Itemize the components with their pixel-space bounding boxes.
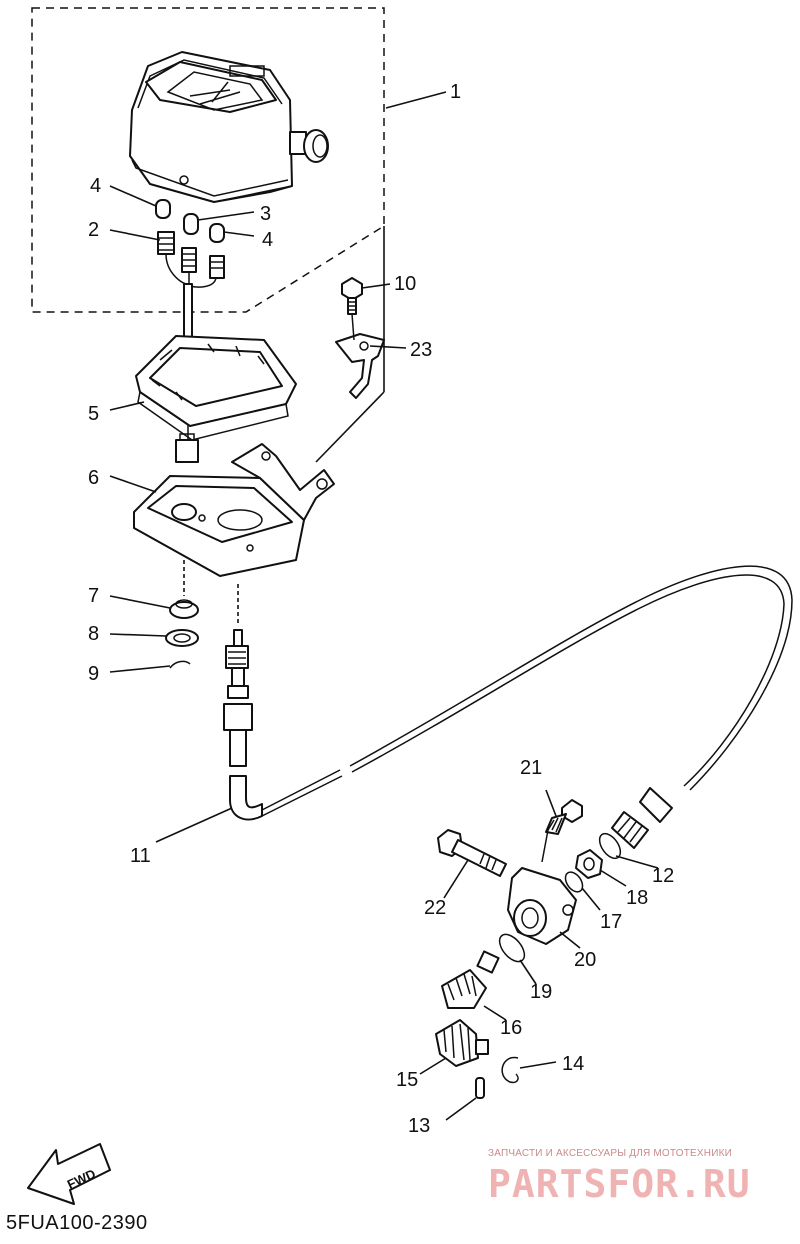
pin-13 <box>475 1077 485 1099</box>
label-9: 9 <box>88 663 99 685</box>
label-16: 16 <box>500 1017 522 1039</box>
label-21: 21 <box>520 757 542 779</box>
bulb-4-left <box>155 199 171 219</box>
label-14: 14 <box>562 1053 584 1075</box>
label-8: 8 <box>88 623 99 645</box>
speedometer-assembly <box>129 51 329 203</box>
label-13: 13 <box>408 1115 430 1137</box>
bracket-23 <box>335 313 385 399</box>
label-10: 10 <box>394 273 416 295</box>
label-7: 7 <box>88 585 99 607</box>
bolt-21 <box>545 799 583 835</box>
gear-15 <box>435 1019 489 1067</box>
gear-housing-20 <box>507 829 577 945</box>
label-3: 3 <box>260 203 271 225</box>
screw-10 <box>341 277 363 315</box>
bolt-22 <box>437 829 507 877</box>
label-2: 2 <box>88 219 99 241</box>
nut-18 <box>575 849 603 879</box>
watermark-brand: PARTSFOR.RU <box>488 1162 751 1206</box>
clip-9 <box>169 660 191 669</box>
label-6: 6 <box>88 467 99 489</box>
part-number-labels: 1 4 3 2 4 10 23 5 6 7 8 9 21 11 12 18 22… <box>88 81 674 1137</box>
guide-lines <box>183 226 385 626</box>
label-4-upper: 4 <box>90 175 101 197</box>
bulb-3 <box>183 213 199 235</box>
label-19: 19 <box>530 981 552 1003</box>
bulb-socket-2 <box>157 231 225 288</box>
label-18: 18 <box>626 887 648 909</box>
label-20: 20 <box>574 949 596 971</box>
washer-8 <box>165 629 199 647</box>
circlip-14 <box>501 1056 519 1084</box>
oring-12 <box>598 832 622 860</box>
gasket-5 <box>135 335 297 441</box>
label-1: 1 <box>450 81 461 103</box>
bulb-4-right <box>209 223 225 243</box>
washer-17 <box>564 871 584 893</box>
oring-19 <box>498 933 526 963</box>
diagram-code: 5FUA100-2390 <box>6 1212 148 1234</box>
watermark-tagline: ЗАПЧАСТИ И АКСЕССУАРЫ ДЛЯ МОТОТЕХНИКИ <box>488 1148 733 1159</box>
label-17: 17 <box>600 911 622 933</box>
assembly-group-outline <box>31 7 385 313</box>
leader-lines <box>109 91 659 1121</box>
label-12: 12 <box>652 865 674 887</box>
gear-16 <box>441 950 500 1009</box>
case-6 <box>133 443 335 577</box>
label-5: 5 <box>88 403 99 425</box>
label-4-lower: 4 <box>262 229 273 251</box>
label-22: 22 <box>424 897 446 919</box>
speedometer-cable-11 <box>223 565 793 849</box>
grommet-7 <box>169 599 199 619</box>
label-15: 15 <box>396 1069 418 1091</box>
label-23: 23 <box>410 339 432 361</box>
fwd-arrow-icon: FWD <box>27 1143 111 1205</box>
label-11: 11 <box>130 845 151 867</box>
